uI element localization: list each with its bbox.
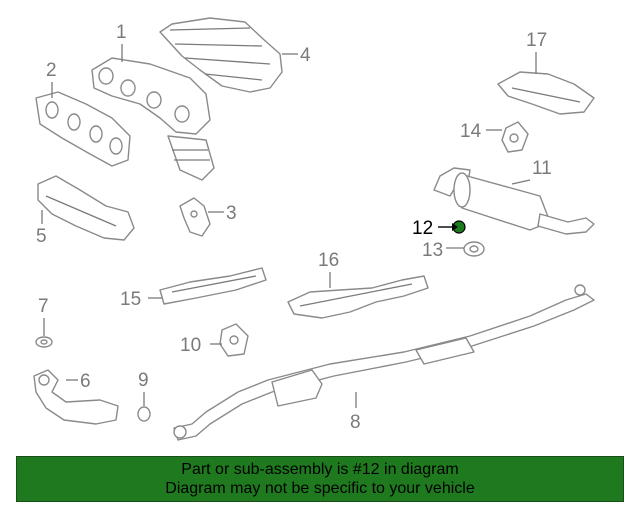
part-6-front-pipe[interactable] xyxy=(33,369,119,425)
part-8-center-pipe[interactable] xyxy=(173,284,595,441)
callout-9: 9 xyxy=(138,370,149,391)
part-17-heat-insulator[interactable] xyxy=(497,71,595,115)
part-9-gasket[interactable] xyxy=(137,406,151,422)
part-3-bracket[interactable] xyxy=(179,197,211,237)
callout-12: 12 xyxy=(412,218,433,239)
callout-1: 1 xyxy=(116,22,127,43)
part-1-exhaust-manifold[interactable] xyxy=(91,57,215,181)
callout-7: 7 xyxy=(38,296,49,317)
part-7-nut[interactable] xyxy=(35,336,53,348)
part-16-heat-insulator[interactable] xyxy=(287,275,429,319)
callout-15: 15 xyxy=(120,289,141,310)
callout-6: 6 xyxy=(80,371,91,392)
banner-line-disclaimer: Diagram may not be specific to your vehi… xyxy=(165,480,475,497)
part-13-gasket[interactable] xyxy=(463,241,485,257)
callout-3: 3 xyxy=(226,203,237,224)
callout-16: 16 xyxy=(318,250,339,271)
part-14-hanger[interactable] xyxy=(501,121,529,153)
part-4-heat-insulator[interactable] xyxy=(159,17,283,93)
banner-line-part-number: Part or sub-assembly is #12 in diagram xyxy=(181,461,459,478)
part-15-heat-insulator[interactable] xyxy=(159,267,267,305)
callout-4: 4 xyxy=(300,45,311,66)
part-5-lower-heat-insulator[interactable] xyxy=(37,175,135,241)
part-10-hanger[interactable] xyxy=(219,323,249,357)
callout-2: 2 xyxy=(46,60,57,81)
callout-13: 13 xyxy=(422,240,443,261)
leader-lines xyxy=(41,44,537,408)
callout-11: 11 xyxy=(532,158,552,179)
exhaust-parts-diagram: 1 2 3 4 5 6 7 8 9 10 11 12 13 14 15 16 1… xyxy=(33,17,595,441)
part-2-manifold-gasket[interactable] xyxy=(35,91,131,167)
callout-17: 17 xyxy=(526,30,547,51)
callout-10: 10 xyxy=(180,335,201,356)
callout-14: 14 xyxy=(460,121,482,142)
callout-labels: 1 2 3 4 5 6 7 8 9 10 11 12 13 14 15 16 1… xyxy=(36,22,552,433)
callout-8: 8 xyxy=(350,412,361,433)
part-info-banner: Part or sub-assembly is #12 in diagram D… xyxy=(16,456,624,502)
callout-5: 5 xyxy=(36,226,47,247)
part-11-tail-pipe-muffler[interactable] xyxy=(433,167,595,235)
